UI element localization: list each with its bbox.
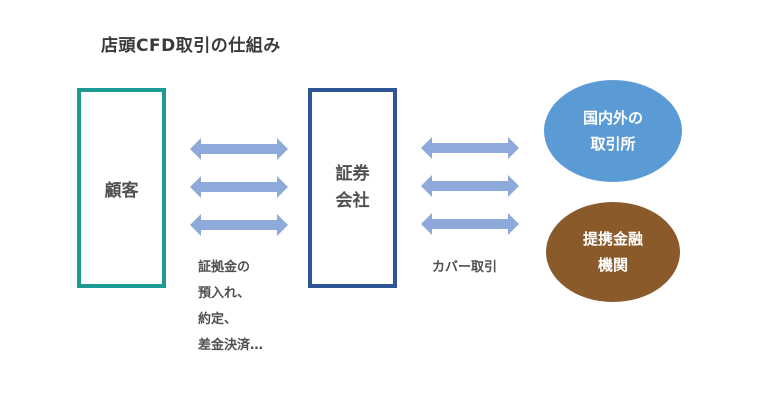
diagram-title: 店頭CFD取引の仕組み xyxy=(101,36,281,56)
finance-label-line2: 機関 xyxy=(597,256,628,274)
exchange-node: 国内外の 取引所 xyxy=(544,80,682,182)
finance-node: 提携金融 機関 xyxy=(546,202,680,302)
arrows-broker-external xyxy=(421,137,519,237)
customer-broker-note: 証拠金の 預入れ、 約定、 差金決済… xyxy=(198,255,263,359)
broker-box: 証券 会社 xyxy=(308,88,397,288)
arrows-customer-broker xyxy=(190,138,288,238)
double-arrow-4 xyxy=(421,137,519,159)
note-line: 証拠金の xyxy=(198,260,251,275)
note-line: 預入れ、 xyxy=(198,286,251,301)
double-arrow-5 xyxy=(421,175,519,197)
double-arrow-3 xyxy=(190,214,288,236)
note-line: 差金決済… xyxy=(198,338,264,353)
note-line: カバー取引 xyxy=(432,260,498,275)
broker-label-line2: 会社 xyxy=(335,191,370,211)
exchange-label-line2: 取引所 xyxy=(590,135,636,153)
finance-label-line1: 提携金融 xyxy=(582,229,643,248)
broker-label-line1: 証券 xyxy=(335,163,370,184)
double-arrow-1 xyxy=(190,138,288,160)
double-arrow-2 xyxy=(190,176,288,198)
double-arrow-6 xyxy=(421,213,519,235)
note-line: 約定、 xyxy=(198,312,238,327)
exchange-label-line1: 国内外の xyxy=(582,108,643,127)
customer-box: 顧客 xyxy=(77,88,166,288)
cover-trade-note: カバー取引 xyxy=(432,255,497,281)
customer-label: 顧客 xyxy=(104,180,139,201)
